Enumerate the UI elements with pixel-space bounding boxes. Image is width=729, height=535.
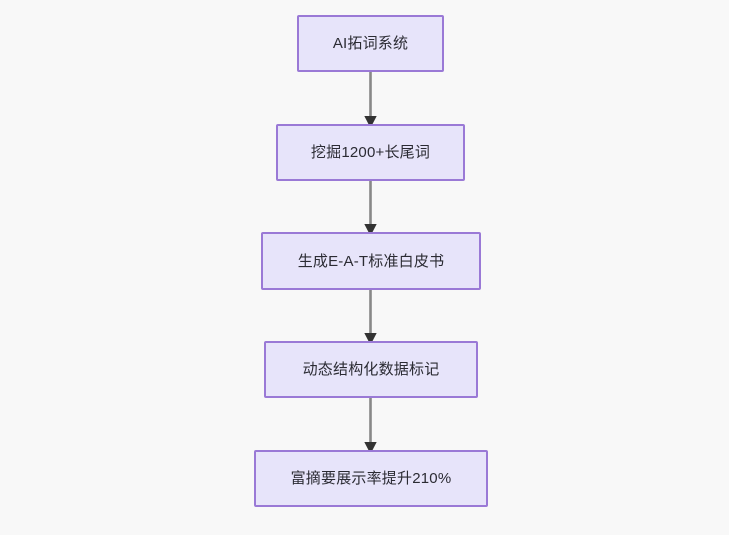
flow-edge-4 [364,396,377,454]
flow-node-ai-keyword-system[interactable]: AI拓词系统 [297,15,444,72]
flow-edge-2 [364,179,377,236]
flow-node-label: AI拓词系统 [332,35,409,52]
flow-edge-1 [364,70,377,128]
flow-node-label: 富摘要展示率提升210% [290,470,452,487]
flow-node-mine-longtail-keywords[interactable]: 挖掘1200+长尾词 [276,124,465,181]
flow-edge-3 [364,288,377,345]
flow-node-label: 动态结构化数据标记 [302,361,440,378]
flow-node-label: 挖掘1200+长尾词 [310,144,431,161]
flow-node-rich-snippet-impression-uplift[interactable]: 富摘要展示率提升210% [254,450,488,507]
flow-node-generate-eat-whitepaper[interactable]: 生成E-A-T标准白皮书 [261,232,481,290]
flow-node-label: 生成E-A-T标准白皮书 [297,252,445,270]
flow-node-dynamic-structured-data-markup[interactable]: 动态结构化数据标记 [264,341,478,398]
